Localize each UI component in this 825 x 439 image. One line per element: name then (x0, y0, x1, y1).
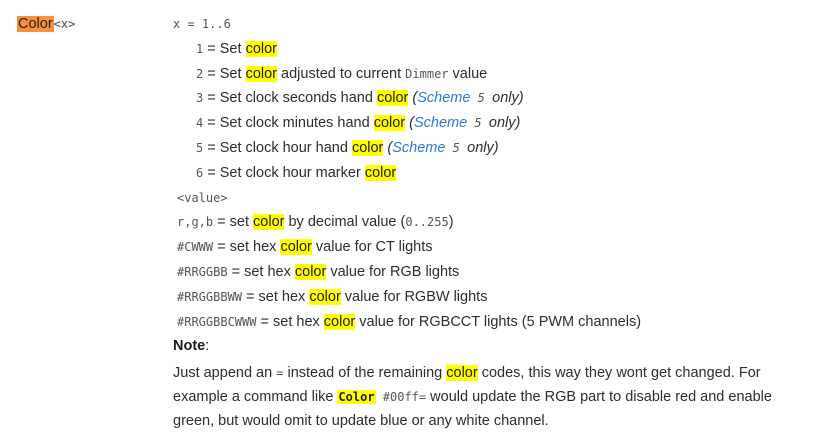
command-arg-code: #00ff= (375, 390, 427, 405)
value-label: <value> (177, 190, 228, 205)
keyword-highlight: color (376, 90, 409, 107)
value-code: #CWWW (177, 240, 214, 255)
value-rrggbb: #RRGGBB = set hex color value for RGB li… (177, 263, 460, 280)
option-number: 3 (196, 91, 204, 106)
value-rgb-decimal: r,g,b = set color by decimal value (0..2… (177, 214, 454, 231)
keyword-highlight: color (245, 65, 277, 82)
keyword-highlight: color (280, 239, 312, 256)
scheme-link[interactable]: Scheme (417, 90, 471, 107)
command-cell: Color<x> (17, 14, 75, 34)
option-4: 4 = Set clock minutes hand color (Scheme… (196, 115, 521, 132)
option-3: 3 = Set clock seconds hand color (Scheme… (196, 90, 524, 107)
option-5: 5 = Set clock hour hand color (Scheme 5 … (196, 139, 499, 156)
option-6: 6 = Set clock hour marker color (196, 164, 397, 181)
x-range: x = 1..6 (173, 17, 231, 31)
keyword-highlight: color (253, 214, 285, 231)
value-label-line: <value> (173, 188, 813, 213)
description-cell: x = 1..6 1 = Set color 2 = Set color adj… (173, 14, 813, 433)
keyword-highlight: color (364, 164, 397, 181)
keyword-highlight: color (351, 139, 384, 156)
option-number: 4 (196, 116, 204, 131)
value-code: #RRGGBBWW (177, 289, 243, 304)
scheme-link[interactable]: Scheme (392, 139, 446, 156)
keyword-highlight: color (323, 313, 356, 330)
option-number: 6 (196, 165, 204, 180)
keyword-highlight: color (245, 40, 277, 57)
note-title-line: Note: (173, 338, 210, 355)
note-paragraph: Just append an = instead of the remainin… (173, 365, 772, 430)
command-code-highlight: Color (337, 390, 376, 405)
scheme-link[interactable]: Scheme (414, 115, 468, 132)
keyword-highlight: color (373, 115, 406, 132)
value-code: #RRGGBBCWWW (177, 314, 257, 329)
value-cwww: #CWWW = set hex color value for CT light… (177, 239, 433, 256)
dimmer-code: Dimmer (405, 66, 449, 81)
keyword-highlight: color (294, 263, 327, 280)
x-range-line: x = 1..6 (173, 14, 813, 39)
option-number: 1 (196, 41, 204, 56)
option-1: 1 = Set color (196, 40, 277, 57)
value-code: #RRGGBB (177, 264, 228, 279)
range-code: 0..255 (405, 215, 449, 230)
value-code: r,g,b (177, 215, 214, 230)
command-name: Color (17, 16, 54, 32)
value-rrggbbcwww: #RRGGBBCWWW = set hex color value for RG… (177, 313, 642, 330)
keyword-highlight: color (309, 288, 341, 305)
option-2: 2 = Set color adjusted to current Dimmer… (196, 65, 488, 82)
value-rrggbbww: #RRGGBBWW = set hex color value for RGBW… (177, 288, 488, 305)
equals-code: = (276, 366, 284, 381)
keyword-highlight: color (446, 365, 478, 382)
command-argument: <x> (53, 17, 76, 31)
option-number: 2 (196, 66, 204, 81)
option-number: 5 (196, 140, 204, 155)
note-title: Note (173, 338, 206, 355)
